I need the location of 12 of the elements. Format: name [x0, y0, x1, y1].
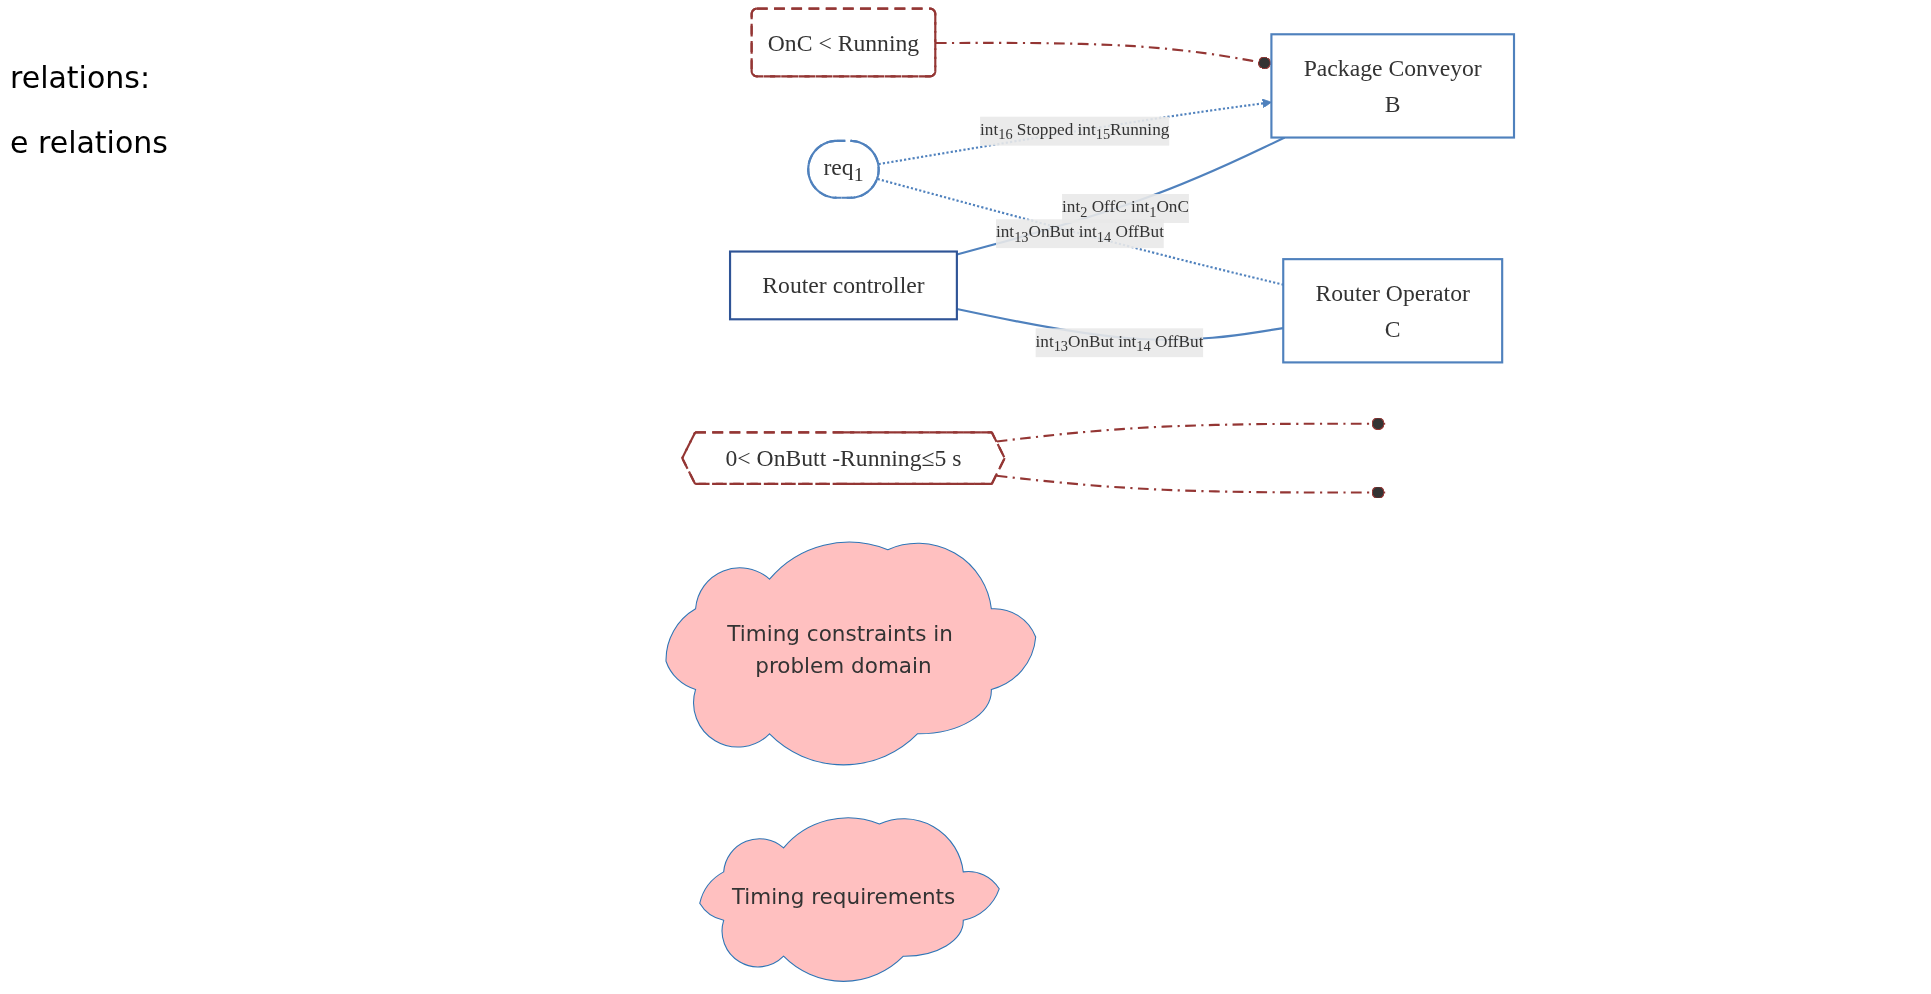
node-box: Router controller [728, 250, 958, 321]
edge-label: int$_{2}$ OffC int$_{1}$OnC [1062, 197, 1189, 221]
node-box: Package Conveyor B [1270, 33, 1516, 139]
connector [996, 474, 1386, 500]
edge-label: int$_{13}$OnBut int$_{14}$ OffBut [1035, 331, 1204, 355]
note-text: e relations [10, 125, 168, 160]
edge-label: int$_{16}$ Stopped int$_{15}$Running [980, 119, 1170, 143]
connector [935, 41, 1272, 70]
connector [996, 417, 1386, 443]
node-box: Router Operator C [1282, 258, 1504, 364]
note-text: relations: [10, 60, 152, 95]
edge-label: int$_{13}$OnBut int$_{14}$ OffBut [995, 222, 1164, 246]
